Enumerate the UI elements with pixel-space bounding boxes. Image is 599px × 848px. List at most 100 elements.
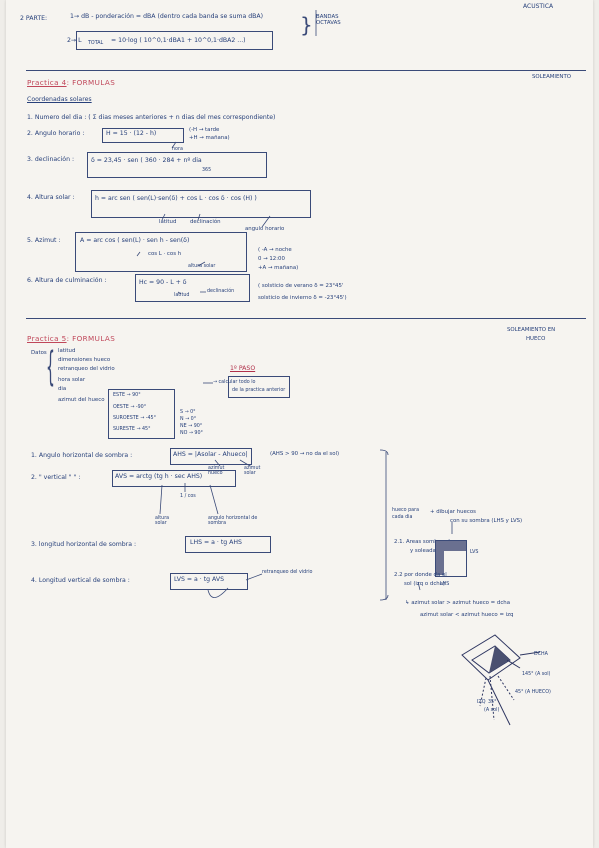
- orient-item: ESTE → 90°: [113, 393, 141, 398]
- item-numero-dia: 1. Numero del dia : ( Σ dias meses anter…: [27, 114, 276, 121]
- angle-35-label: 35°: [488, 700, 497, 705]
- altura-lat-annotation: latitud: [159, 219, 177, 225]
- list-item: retranqueo del vidrio: [58, 366, 115, 372]
- header-line-2-formula: = 10·log ( 10^0,1·dBA1 + 10^0,1·dBA2 ...…: [111, 37, 246, 44]
- areas-sombreadas-text: 2.1. Areas sombreadas: [394, 539, 456, 545]
- notebook-page: [6, 0, 593, 848]
- lhs-formula: LHS = a · tg AHS: [190, 539, 242, 546]
- lvs-formula: LVS = a · tg AVS: [174, 576, 225, 583]
- practica-5-title: Practica 5: FORMULAS: [27, 334, 116, 343]
- orient2-item: NO → 90°: [180, 431, 203, 436]
- orient2-item: NE → 90°: [180, 424, 203, 429]
- list-item: latitud: [58, 348, 76, 354]
- paso-text-2: de la practica anterior: [232, 388, 286, 393]
- orient-item: OESTE → -90°: [113, 405, 147, 410]
- azimut-rule-2: azimut solar < azimut hueco = izq: [420, 612, 514, 618]
- f1-label: 1. Angulo horizontal de sombra :: [31, 452, 133, 459]
- lvs-box: [170, 573, 248, 590]
- f3-label: 3. longitud horizontal de sombra :: [31, 541, 137, 548]
- list-item: hora solar: [58, 377, 86, 383]
- ahs-formula: AHS = |Asolar - Ahueco|: [173, 451, 248, 458]
- izq-label: IZQ: [477, 700, 486, 705]
- azimut-note-2: 0 → 12:00: [258, 256, 285, 262]
- hora-annotation: hora: [172, 147, 183, 152]
- parte-label: 2 PARTE:: [20, 15, 48, 22]
- datos-brace-icon: {: [46, 344, 55, 390]
- angulo-horario-box: [102, 128, 184, 143]
- horario-note-1: (-H → tarde: [189, 127, 220, 133]
- culminacion-note-1: ( solsticio de verano δ = 23°45': [258, 283, 344, 289]
- izq-dcha-text: sol (izq o dcha): [404, 581, 446, 587]
- datos-label: Datos: [31, 350, 47, 356]
- azimut-denominator: cos L · cos h: [148, 251, 182, 257]
- page-topic-label: ACUSTICA: [523, 3, 554, 10]
- paso-title: 1º PASO: [230, 365, 256, 372]
- orient2-item: S → 0°: [180, 410, 196, 415]
- item-declinacion-label: 3. declinación :: [27, 156, 75, 163]
- lhs-box: [185, 536, 271, 553]
- lhs-diagram-label: LHS: [440, 582, 450, 587]
- avs-small-note: 1 / cos: [180, 494, 196, 499]
- section-divider: [26, 70, 586, 71]
- angle-35-sol-label: (A sol): [484, 708, 500, 713]
- azimut-note-3: +A → mañana): [258, 265, 299, 271]
- azimut-box: [75, 232, 247, 272]
- item-culminacion-label: 6. Altura de culminación :: [27, 277, 107, 284]
- brace-icon: }: [300, 13, 313, 37]
- angulo-horario-formula: H = 15 · (12 - h): [106, 130, 157, 137]
- ahs-azimut-solar: azimut solar: [244, 466, 261, 477]
- cada-dia-text: cada dia: [392, 515, 413, 520]
- window-shadow-top: [436, 541, 466, 551]
- ahs-note: (AHS > 90 → no da el sol): [270, 451, 340, 457]
- altura-solar-box: [91, 190, 311, 218]
- orientacion-box: [108, 389, 175, 439]
- bandas-octavas-note: BANDAS OCTAVAS: [316, 14, 341, 26]
- coordenadas-subtitle: Coordenadas solares: [27, 96, 92, 103]
- avs-angulo-horizontal: angulo horizontal de sombra: [208, 516, 258, 527]
- horario-note-2: +H → mañana): [189, 135, 230, 141]
- f4-label: 4. Longitud vertical de sombra :: [31, 577, 130, 584]
- list-item: azimut del hueco: [58, 397, 105, 403]
- hueco-para-text: hueco para: [392, 508, 420, 513]
- azimut-formula: A = arc cos ( sen(L) · sen h - sen(δ): [80, 237, 190, 244]
- f2-label: 2. " vertical " " :: [31, 474, 81, 481]
- angle-45-hueco-label: 45° (A HUECO): [515, 690, 551, 695]
- culminacion-lat-annotation: latitud: [174, 293, 190, 298]
- header-line-2-prefix: 2→ L: [67, 37, 82, 44]
- lvs-note: retranqueo del vidrio: [262, 570, 313, 575]
- avs-box: [112, 470, 236, 487]
- angle-145-label: 145° (A sol): [522, 672, 551, 677]
- dcha-label: DCHA: [534, 652, 548, 657]
- azimut-note-1: ( -A → noche: [258, 247, 292, 253]
- item-angulo-horario-label: 2. Angulo horario :: [27, 130, 85, 137]
- ahs-azimut-hueco: azimut hueco: [208, 466, 225, 477]
- culminacion-box: [135, 274, 250, 302]
- orient-item: SURESTE → 45°: [113, 427, 151, 432]
- ahs-box: [170, 448, 252, 465]
- dibujar-huecos-text: + dibujar huecos: [430, 509, 476, 515]
- declinacion-denominator: 365: [202, 168, 212, 173]
- altura-ang-annotation: angulo horario: [245, 226, 285, 232]
- culminacion-formula: Hc = 90 - L + δ: [139, 279, 187, 286]
- list-item: dia: [58, 386, 67, 392]
- azimut-alt-annotation: altura solar: [188, 264, 216, 269]
- por-donde-text: 2.2 por donde da el: [394, 572, 447, 578]
- altura-dec-annotation: declinación: [190, 219, 221, 225]
- window-shadow-left: [436, 541, 444, 575]
- practica-4-title: Practica 4: FORMULAS: [27, 78, 116, 87]
- header-line-1: 1→ dB - ponderación = dBA (dentro cada b…: [70, 13, 264, 20]
- con-sombra-text: con su sombra (LHS y LVS): [450, 518, 523, 524]
- declinacion-box: [87, 152, 267, 178]
- orient-item: SUROESTE → -45°: [113, 416, 157, 421]
- item-azimut-label: 5. Azimut :: [27, 237, 61, 244]
- ltotal-formula-box: [76, 31, 273, 50]
- culminacion-note-2: solsticio de invierno δ = -23°45'): [258, 295, 347, 301]
- declinacion-formula: δ = 23,45 · sen ( 360 · 284 + nº dia: [91, 157, 202, 164]
- soleamiento-hueco-label-1: SOLEAMIENTO EN: [507, 327, 556, 333]
- soleamiento-label: SOLEAMIENTO: [532, 74, 571, 80]
- list-item: dimensiones hueco: [58, 357, 111, 363]
- lvs-diagram-label: LVS: [470, 550, 479, 555]
- soleamiento-hueco-label-2: HUECO: [526, 336, 546, 342]
